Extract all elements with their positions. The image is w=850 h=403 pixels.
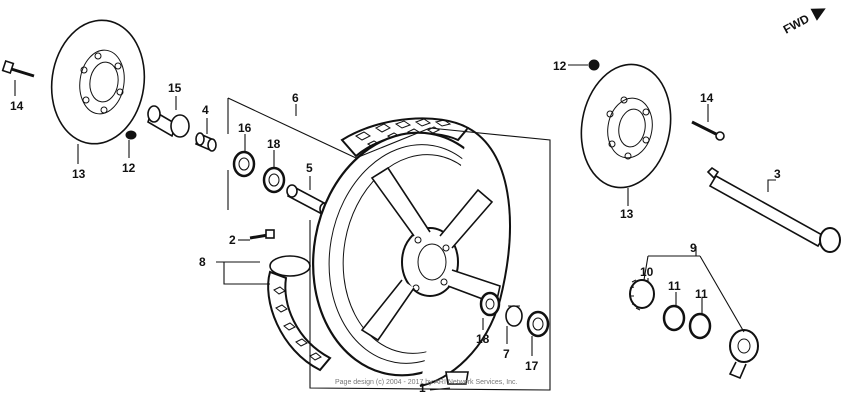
- callout-11-a: 11: [668, 279, 681, 293]
- callout-18-upper: 18: [267, 137, 281, 151]
- callout-13-left: 13: [72, 167, 86, 181]
- bolt-left: [1, 60, 35, 78]
- callout-13-right: 13: [620, 207, 634, 221]
- front-wheel: [312, 127, 511, 387]
- callout-14-right: 14: [700, 91, 714, 105]
- speedometer-gearbox: [629, 279, 759, 380]
- fwd-label: FWD: [781, 11, 812, 36]
- copyright-notice: Page design (c) 2004 - 2017 by ARI Netwo…: [335, 379, 518, 386]
- callout-2: 2: [229, 233, 236, 247]
- callout-3: 3: [774, 167, 781, 181]
- dust-seal-lower: [526, 310, 550, 338]
- nut-left: [125, 130, 137, 140]
- callout-10: 10: [640, 265, 654, 279]
- callout-1: 1: [419, 381, 426, 395]
- air-valve: [249, 229, 275, 240]
- callouts: 14 13 12 15 4 16 18 5 6 2 8 1 18 7 17 12…: [10, 59, 781, 395]
- callout-9: 9: [690, 241, 697, 255]
- callout-6: 6: [292, 91, 299, 105]
- front-axle: [706, 166, 841, 253]
- dust-seal: [232, 150, 256, 178]
- callout-16: 16: [238, 121, 252, 135]
- bearing-lower: [479, 291, 501, 317]
- balance-weight: [445, 371, 469, 385]
- side-collar: [147, 105, 190, 138]
- nut-right: [588, 59, 600, 71]
- callout-5: 5: [306, 161, 313, 175]
- callout-12-right: 12: [553, 59, 567, 73]
- callout-18-lower: 18: [476, 332, 490, 346]
- callout-4: 4: [202, 103, 209, 117]
- arrow-icon: [810, 8, 826, 21]
- bearing-retainer: [505, 305, 523, 327]
- spacer-small: [194, 132, 217, 152]
- callout-15: 15: [168, 81, 182, 95]
- callout-7: 7: [503, 347, 510, 361]
- right-brake-disc: [580, 63, 672, 189]
- callout-17: 17: [525, 359, 539, 373]
- leader-lines: [14, 64, 776, 391]
- fwd-indicator: FWD: [781, 8, 826, 37]
- callout-12-left: 12: [122, 161, 136, 175]
- bearing-upper: [262, 166, 286, 194]
- callout-11-b: 11: [695, 287, 708, 301]
- bolt-right: [691, 120, 725, 141]
- left-brake-disc: [50, 19, 146, 145]
- callout-14-left: 14: [10, 99, 24, 113]
- callout-8: 8: [199, 255, 206, 269]
